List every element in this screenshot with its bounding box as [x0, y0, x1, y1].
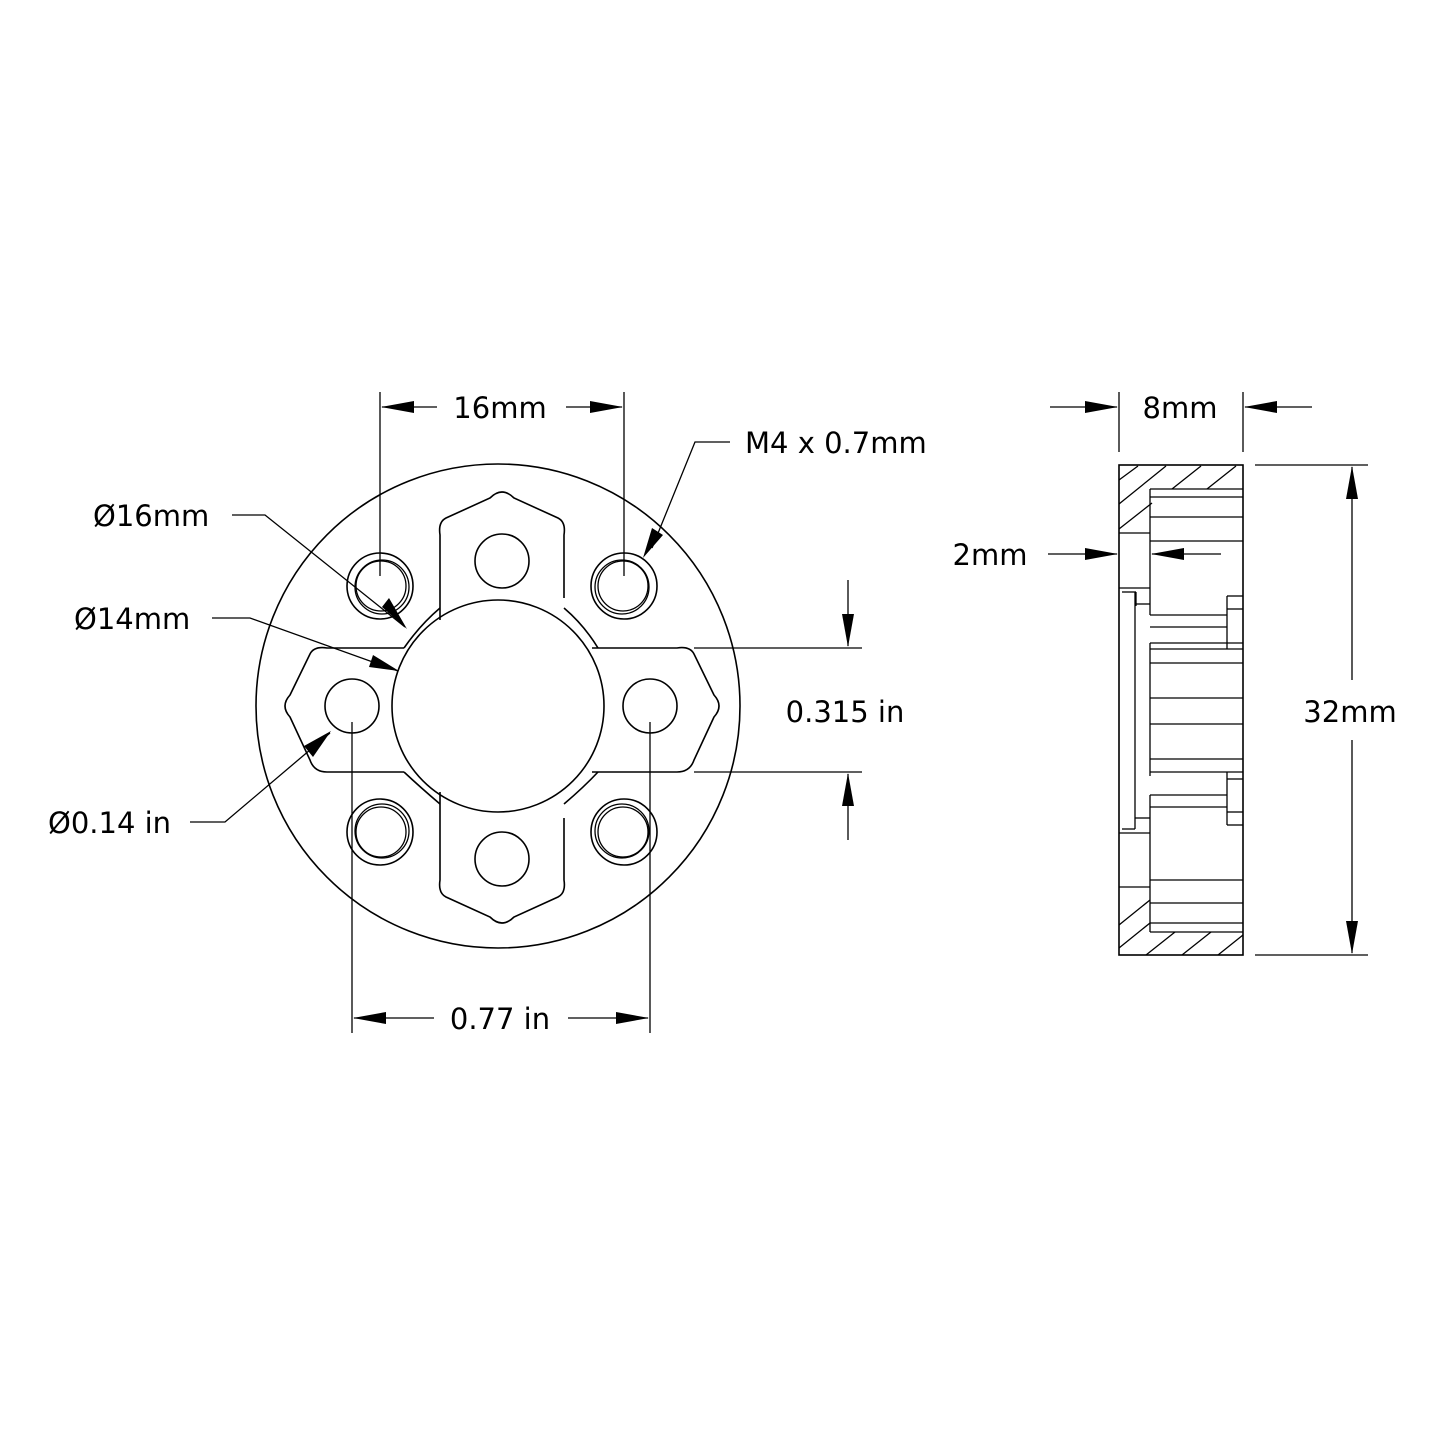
dim-thickness-label: 8mm: [1143, 391, 1218, 425]
dim-bore-label: Ø14mm: [74, 602, 190, 636]
dim-counterbore-label: Ø16mm: [93, 499, 209, 533]
dim-outer-diameter: 32mm: [1255, 464, 1397, 956]
dim-thread-leader: M4 x 0.7mm: [643, 426, 927, 558]
through-hole-bottom: [474, 831, 530, 887]
outer-rim: [255, 463, 741, 949]
dim-hole-label: Ø0.14 in: [48, 806, 171, 840]
dim-flange-thickness-label: 2mm: [953, 538, 1028, 572]
dim-hole-spacing: 0.77 in: [351, 722, 651, 1036]
tapped-hole-bottom-right: [590, 798, 658, 866]
dim-thread-label: M4 x 0.7mm: [745, 426, 927, 460]
section-internal-lines: [1119, 488, 1243, 933]
hatch-bottom: [1118, 899, 1244, 956]
dim-slot-width-label: 0.315 in: [786, 695, 905, 729]
dim-thickness: 8mm: [1050, 391, 1312, 452]
dim-hole-spacing-label: 0.77 in: [450, 1002, 550, 1036]
central-bore: [391, 599, 605, 813]
dim-slot-width: 0.315 in: [786, 580, 905, 840]
through-hole-top: [474, 533, 530, 589]
cross-pocket-outline: [284, 491, 862, 924]
hatch-top: [1118, 465, 1237, 534]
dim-outer-diameter-label: 32mm: [1303, 695, 1396, 729]
dim-counterbore-leader: Ø16mm: [93, 499, 407, 629]
dim-bore-leader: Ø14mm: [74, 602, 399, 672]
dim-hole-leader: Ø0.14 in: [48, 731, 331, 840]
tapped-hole-bottom-left: [346, 798, 414, 866]
dim-flange-thickness: 2mm: [953, 538, 1221, 572]
front-view: 16mm M4 x 0.7mm Ø16mm Ø14mm Ø0.14 in: [48, 391, 927, 1036]
dim-bolt-spacing: 16mm: [379, 391, 625, 576]
side-section-view: 8mm 2mm 32mm: [953, 391, 1397, 956]
dim-bolt-spacing-label: 16mm: [453, 391, 546, 425]
